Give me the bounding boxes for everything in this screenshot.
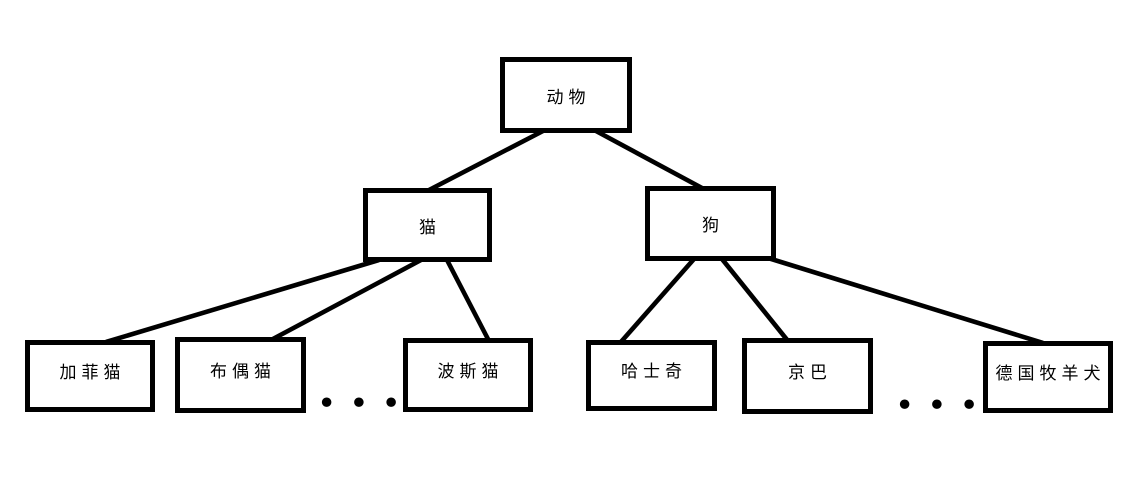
ellipsis-more-cats: •••: [318, 388, 415, 419]
node-ragdoll-cat-label: 布偶猫: [210, 361, 276, 381]
node-german-shepherd: 德国牧羊犬: [983, 341, 1113, 413]
node-dog-label: 狗: [702, 216, 724, 235]
node-persian-cat-label: 波斯猫: [437, 361, 504, 381]
edge-dog-german-shepherd: [767, 255, 1044, 346]
node-pekingese: 京巴: [742, 338, 873, 414]
node-garfield-cat: 加菲猫: [25, 340, 155, 412]
node-dog: 狗: [645, 186, 776, 261]
edge-animal-cat: [427, 128, 545, 193]
node-german-shepherd-label: 德国牧羊犬: [995, 363, 1106, 383]
node-persian-cat: 波斯猫: [403, 338, 533, 412]
node-husky: 哈士奇: [586, 340, 717, 411]
node-pekingese-label: 京巴: [788, 362, 832, 382]
edge-dog-husky: [618, 257, 696, 345]
node-cat-label: 猫: [419, 217, 441, 237]
ellipsis-more-dogs: •••: [896, 390, 993, 421]
edge-dog-pekingese: [720, 257, 790, 343]
node-ragdoll-cat: 布偶猫: [175, 337, 306, 413]
edge-cat-garfield: [105, 257, 380, 345]
node-cat: 猫: [363, 188, 492, 262]
node-animal-label: 动物: [546, 87, 591, 107]
edge-cat-ragdoll: [269, 257, 423, 343]
node-garfield-cat-label: 加菲猫: [59, 362, 126, 382]
node-animal: 动物: [500, 57, 632, 133]
edge-animal-dog: [594, 128, 704, 191]
edge-cat-persian: [444, 258, 492, 343]
node-husky-label: 哈士奇: [621, 362, 687, 381]
